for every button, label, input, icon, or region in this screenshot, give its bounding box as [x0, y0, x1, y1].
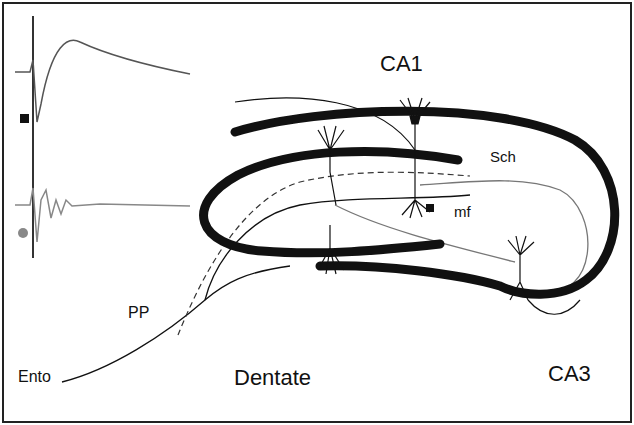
granule-cell	[318, 225, 344, 274]
circle-marker	[18, 228, 28, 238]
pathway-label: PP	[126, 304, 151, 322]
ca3-axon	[528, 300, 580, 314]
perforant-path	[62, 266, 290, 382]
granule-cell	[318, 126, 344, 205]
pathway-label: Sch	[488, 148, 518, 165]
pyramidal-cell-layer	[235, 111, 615, 294]
region-label: Dentate	[232, 366, 313, 390]
square-marker	[426, 204, 434, 212]
ca1-pyramidal-cell	[400, 98, 430, 218]
ca3-pyramidal-cell	[508, 236, 534, 300]
region-label: Ento	[16, 368, 53, 386]
region-label: CA1	[378, 52, 425, 76]
square-marker	[20, 114, 29, 123]
pathway-label: mf	[452, 203, 473, 220]
granule-cell-layer	[204, 151, 458, 252]
region-label: CA3	[546, 362, 593, 386]
frame	[3, 3, 631, 422]
field-potential-trace	[15, 188, 190, 242]
stimulus-artifact	[32, 16, 34, 258]
field-potential-trace	[15, 40, 190, 122]
